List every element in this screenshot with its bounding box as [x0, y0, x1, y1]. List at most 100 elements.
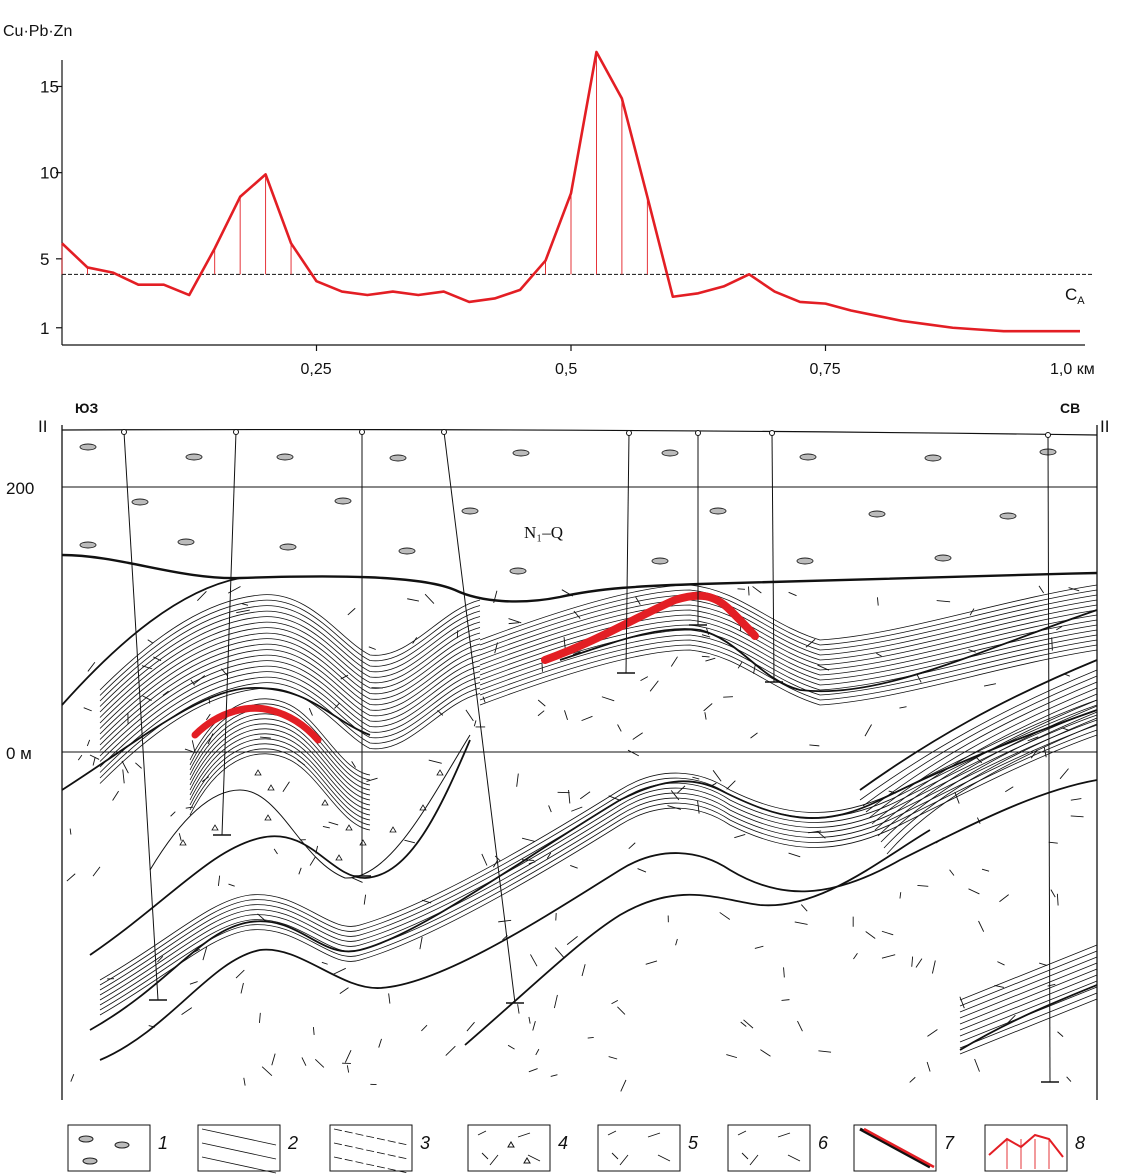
tuff-dash — [968, 649, 976, 653]
tuff-dash — [794, 921, 808, 925]
breccia-triangle — [211, 824, 219, 831]
legend-dash — [607, 1130, 617, 1136]
tuff-dash — [205, 713, 211, 721]
tuff-dash — [1057, 1031, 1064, 1037]
stratum-line — [479, 589, 1098, 646]
tuff-dash — [754, 945, 764, 949]
tuff-dash — [162, 690, 169, 696]
tuff-dash — [89, 754, 100, 760]
pebble — [924, 454, 942, 462]
tuff-dash — [788, 591, 797, 597]
series-line — [61, 50, 1080, 333]
legend-dash — [517, 1132, 531, 1138]
tuff-dash — [719, 912, 731, 920]
section-mark-left: II — [38, 417, 47, 436]
stratum-line — [99, 643, 481, 740]
tuff-dash — [112, 790, 119, 801]
legend-number: 2 — [287, 1133, 298, 1153]
pebble — [934, 554, 952, 562]
legend-dash — [477, 1130, 487, 1136]
tuff-dash — [899, 892, 902, 899]
boreholes — [121, 429, 1059, 1083]
tuff-dash — [260, 736, 271, 739]
stratum-line — [959, 992, 1098, 1049]
tuff-dash — [508, 618, 522, 624]
legend-swatch — [984, 1124, 1068, 1172]
stratum-line — [99, 616, 481, 713]
tuff-dash — [494, 642, 498, 654]
tuff-dash — [692, 776, 700, 780]
tuff-dash — [865, 931, 876, 939]
tuff-dash — [69, 828, 72, 835]
tuff-dash — [563, 637, 566, 650]
y-axis-label: Cu·Pb·Zn — [3, 23, 72, 40]
ore-body-east — [541, 591, 759, 664]
tuff-dash — [620, 1079, 627, 1092]
borehole-collar — [626, 430, 632, 436]
stratum-line — [479, 599, 1098, 656]
stratum-line — [479, 584, 1098, 641]
section-mark-right: II — [1100, 417, 1109, 436]
tuff-dash — [465, 709, 474, 722]
tuff-dash — [550, 1074, 558, 1077]
tuff-dash — [881, 954, 896, 959]
tuff-dash — [570, 864, 578, 869]
tuff-dash — [752, 586, 762, 594]
tuff-dash — [999, 894, 1009, 903]
stratum-line — [868, 687, 1098, 819]
stratum-line — [877, 705, 1098, 837]
legend-pebble — [82, 1157, 98, 1165]
tuff-dash — [181, 1007, 193, 1015]
tuff-dash — [1047, 983, 1056, 987]
legend-dash — [749, 1154, 759, 1166]
borehole-collar — [233, 429, 239, 435]
tuff-dash — [743, 1019, 754, 1029]
tuff-dash — [701, 634, 711, 638]
legend-triangle — [507, 1141, 515, 1148]
tuff-dash — [760, 1049, 771, 1057]
legend-stratum — [201, 1142, 277, 1160]
y-tick-label: 1 — [40, 319, 49, 338]
tuff-dash — [1050, 889, 1056, 898]
y-tick-label: 10 — [40, 164, 59, 183]
stratum-line — [880, 711, 1098, 843]
stratum-line — [479, 594, 1098, 651]
tuff-dash — [853, 952, 858, 960]
borehole-collar — [121, 429, 127, 435]
stratum-line — [959, 944, 1098, 1001]
tuff-dash — [77, 754, 83, 761]
tuff-dash — [617, 1006, 626, 1015]
legend-stratum — [333, 1142, 409, 1160]
legend-swatch — [197, 1124, 281, 1172]
stratum-line — [959, 998, 1098, 1055]
tuff-dash — [649, 680, 659, 692]
tuff-dash — [748, 586, 750, 596]
borehole-collar — [769, 430, 775, 436]
tuff-dash — [87, 661, 96, 672]
tuff-dash — [949, 869, 955, 876]
tuff-dash — [532, 1021, 536, 1031]
tuff-dash — [916, 673, 922, 683]
breccia-triangle — [345, 824, 353, 831]
tuff-dash — [236, 609, 250, 614]
tuff-dash — [1059, 768, 1069, 780]
tuff-dash — [1070, 798, 1082, 801]
tuff-dash — [640, 676, 649, 682]
stratum-line — [99, 654, 481, 751]
breccia-triangle — [389, 826, 397, 833]
legend-swatch — [67, 1124, 151, 1172]
tuff-dash — [701, 655, 710, 658]
stratum-line — [859, 669, 1098, 801]
legend-item-1: 1 — [67, 1124, 168, 1172]
tuff-dash — [321, 961, 328, 965]
tuff-dash — [351, 877, 363, 883]
pebble — [334, 497, 352, 505]
tuff-dash — [197, 591, 207, 601]
legend-dash — [737, 1130, 747, 1136]
stratum-line — [189, 738, 371, 816]
stratum-line — [189, 723, 371, 801]
tuff-dash — [983, 683, 996, 687]
tuff-dash — [466, 1021, 475, 1032]
pebble — [279, 543, 297, 551]
